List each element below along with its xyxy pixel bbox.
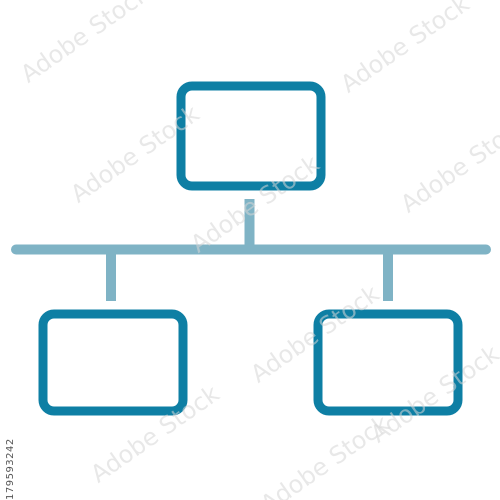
- node-boxes: [38, 81, 463, 416]
- stock-id-label: 179593242: [5, 438, 16, 500]
- top-node-box: [176, 81, 326, 191]
- connector-lines: [11, 199, 491, 301]
- left-node-box: [38, 309, 188, 416]
- right-node-box: [313, 309, 463, 416]
